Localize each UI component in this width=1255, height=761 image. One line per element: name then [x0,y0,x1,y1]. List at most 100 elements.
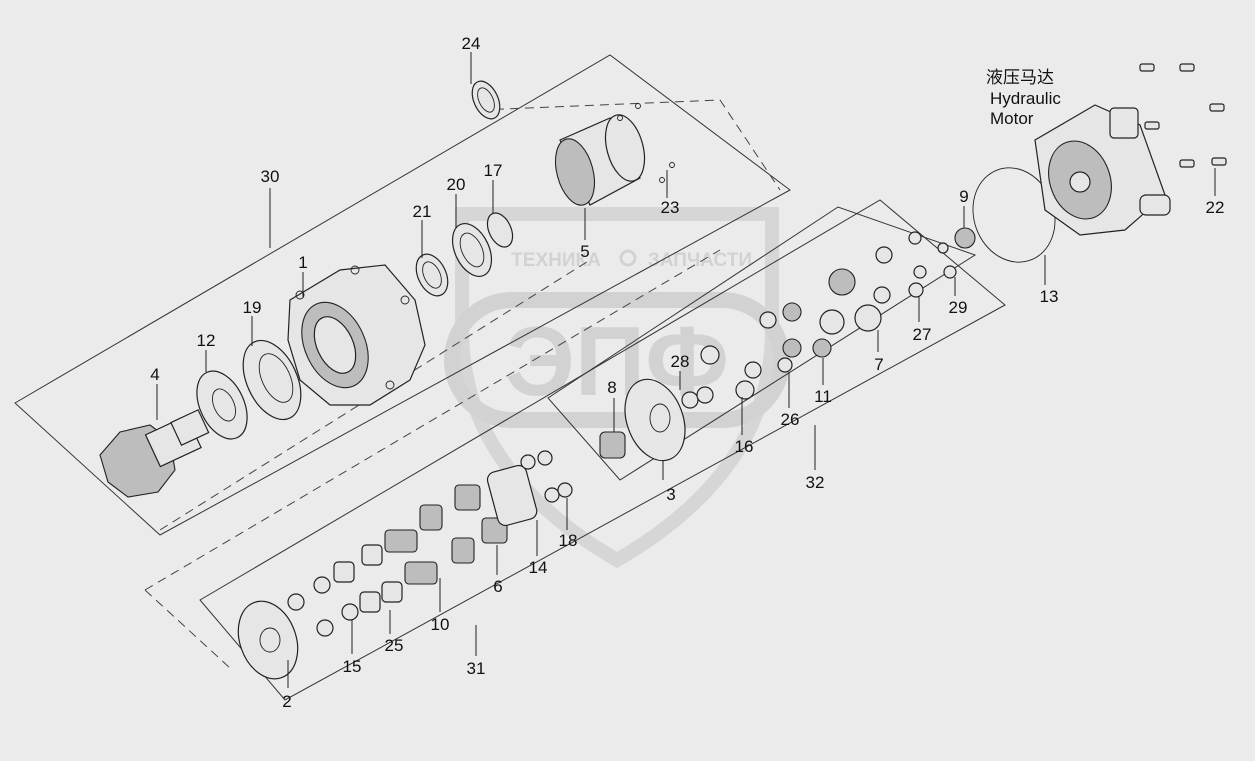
callout-15: 15 [343,657,362,676]
leader-lines [156,52,1216,688]
callout-2: 2 [282,692,291,711]
callout-12: 12 [197,331,216,350]
pin [659,177,665,183]
washer [908,282,924,298]
callout-29: 29 [949,298,968,317]
washer [520,454,536,470]
callout-14: 14 [529,558,548,577]
callout-17: 17 [484,161,503,180]
washer [908,231,922,245]
dashed-axis-mid [159,259,591,531]
callout-4: 4 [150,365,159,384]
callout-28: 28 [671,352,690,371]
washer-29 [943,265,957,279]
bushing [333,561,355,583]
needle-bearing [812,338,832,358]
ring-17 [486,212,514,248]
washer [744,361,762,379]
dashed-edge-upper [479,99,781,191]
needle-bearing [782,338,802,358]
snap-ring [471,80,501,120]
motor-housing [287,264,426,406]
dashed-edge-lower [144,589,231,669]
seal-ring [415,253,449,297]
callout-31: 31 [467,659,486,678]
planet-gear [454,484,481,511]
callout-21: 21 [413,202,432,221]
washer-18 [557,482,573,498]
needle-bearing-10 [404,561,438,585]
motor-title-en-1: Hydraulic [990,89,1061,108]
washer [735,380,755,400]
dashed-axis-lower [144,249,721,591]
callout-3: 3 [666,485,675,504]
washer [287,593,305,611]
bolt [1144,121,1160,130]
callout-30: 30 [261,167,280,186]
ring-gear [554,114,646,206]
watermark-gear-icon [619,249,637,267]
frame-group-32 [547,206,977,481]
carrier-2 [237,600,299,680]
washer [875,246,893,264]
bolt [1179,159,1195,168]
bearing-7b [854,304,882,332]
motor-title-en-2: Motor [990,109,1034,128]
callout-27: 27 [913,325,932,344]
bearing-20 [451,223,493,277]
sun-gear [599,431,626,459]
bolt [1209,103,1225,112]
callout-18: 18 [559,531,578,550]
washer [777,357,793,373]
drive-shaft-gear [99,409,210,498]
bolt [1139,63,1155,72]
planet-gear [451,537,475,564]
callout-20: 20 [447,175,466,194]
washer [913,265,927,279]
parts-lower-group [237,450,573,680]
motor-title-cn: 液压马达 [986,68,1054,88]
washer [681,391,699,409]
pin [635,103,641,109]
callout-19: 19 [243,298,262,317]
parts-upper-group [99,80,675,498]
bushing [381,581,403,603]
bearing-9 [954,227,976,249]
pin [669,162,675,168]
washer [313,576,331,594]
thrust-washer [196,370,248,440]
callouts: 1 2 3 4 5 6 7 8 9 10 11 12 13 14 15 16 1… [150,34,1224,711]
bearing-11 [819,309,845,335]
bushing-25 [359,591,381,613]
callout-1: 1 [298,253,307,272]
parts-planetary-group [599,227,976,462]
frame-group-30 [14,54,791,536]
callout-5: 5 [580,242,589,261]
callout-26: 26 [781,410,800,429]
callout-16: 16 [735,437,754,456]
planet-gear [419,504,443,531]
hydraulic-motor [972,63,1227,263]
callout-9: 9 [959,187,968,206]
roller-bearing [242,339,302,421]
callout-22: 22 [1206,198,1225,217]
bolt-22 [1211,157,1227,166]
callout-8: 8 [607,378,616,397]
bolt [1179,63,1195,72]
callout-25: 25 [385,636,404,655]
callout-23: 23 [661,198,680,217]
side-plate-14 [486,464,538,527]
washer [537,450,553,466]
needle-bearing [782,302,802,322]
callout-11: 11 [814,387,832,406]
washer [700,345,720,365]
washer-15 [341,603,359,621]
washer [316,619,334,637]
washer [759,311,777,329]
pin [617,115,623,121]
planet-carrier-plate [624,378,686,462]
washer [937,242,949,254]
watermark-text-left: ТЕХНИКА [511,250,601,271]
